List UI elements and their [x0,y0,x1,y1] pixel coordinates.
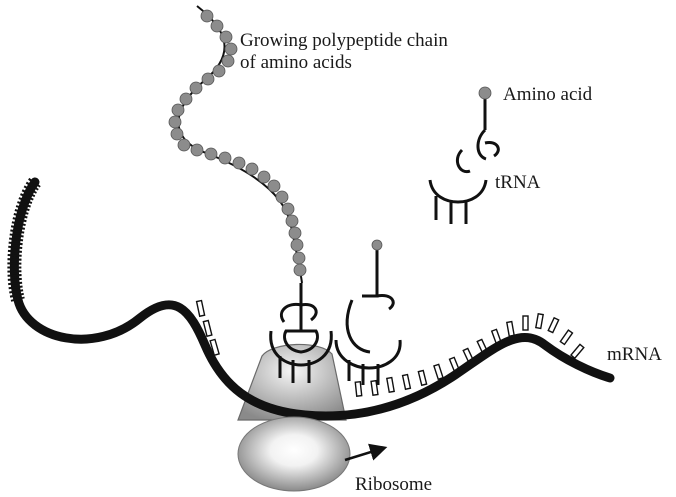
amino-acid-beads [168,9,307,277]
trna-bound [269,283,333,383]
label-trna: tRNA [495,172,541,193]
free-amino-acid [478,86,492,100]
mrna-ticked-end [7,177,41,302]
trna-free [428,96,500,224]
label-polypeptide-line2: of amino acids [240,51,352,73]
label-amino-acid: Amino acid [503,84,593,105]
label-ribosome: Ribosome [355,474,433,495]
ribosome-large-subunit [237,416,351,492]
amino-acid-on-incoming-trna [371,239,383,251]
label-mrna: mRNA [607,344,662,365]
trna-incoming [334,250,402,385]
mrna-strand [9,177,615,421]
label-polypeptide-line1: Growing polypeptide chain [240,30,448,51]
label-polypeptide-chain: Growing polypeptide chain of amino acids [240,30,448,74]
direction-arrow [344,443,388,462]
